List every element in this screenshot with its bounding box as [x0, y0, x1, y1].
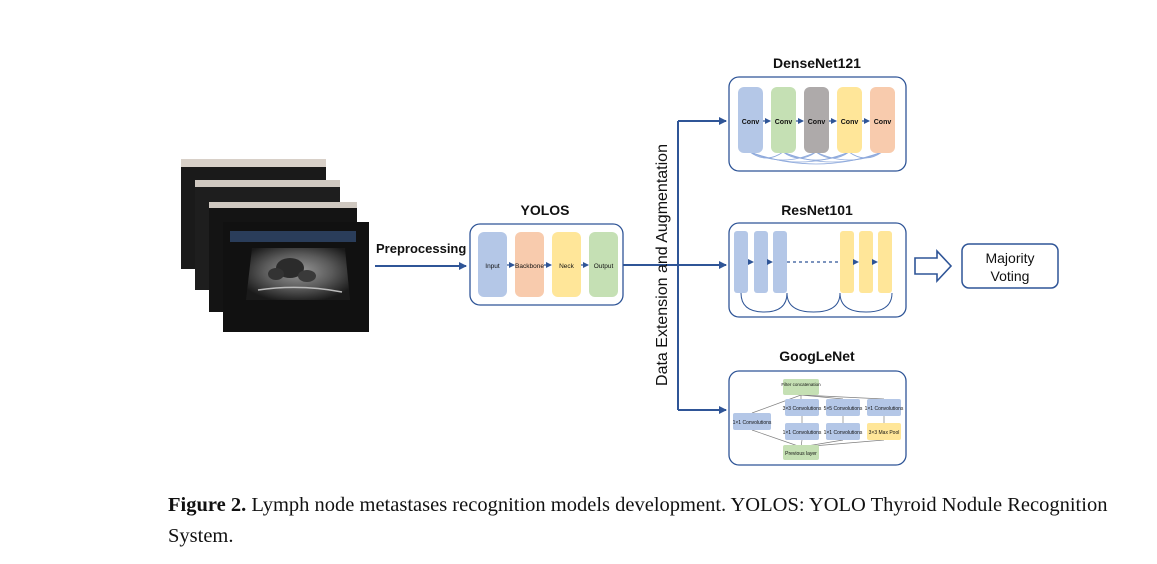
googlenet-title: GoogLeNet	[779, 348, 855, 364]
pipeline-diagram: Preprocessing YOLOS Input Backbone Neck Out…	[181, 55, 1059, 466]
inception-link	[800, 394, 885, 400]
densenet-block	[804, 87, 829, 153]
dense-connection	[815, 151, 883, 161]
resnet-block	[773, 231, 787, 293]
inception-link	[751, 429, 802, 448]
resnet-block	[840, 231, 854, 293]
previous-layer-label: Previous layer	[785, 451, 817, 457]
densenet-block	[738, 87, 763, 153]
resnet-skip-connection	[786, 292, 841, 313]
inception-conv-label: 1×1 Convolutions	[824, 430, 863, 436]
resnet-title: ResNet101	[781, 202, 853, 218]
densenet-dense-connections	[749, 151, 883, 165]
previous-layer-box	[783, 445, 819, 460]
inception-pool-label: 3×3 Max Pool	[869, 430, 900, 436]
inception-conv-label: 1×1 Convolutions	[865, 406, 904, 412]
densenet-block-label: Conv	[841, 119, 859, 126]
dense-connection	[848, 151, 883, 159]
inception-conv-box	[826, 399, 860, 416]
inception-conv-box	[867, 399, 901, 416]
yolos-block	[552, 232, 581, 297]
resnet-block	[878, 231, 892, 293]
ultrasound-image-stack	[181, 159, 369, 332]
majority-voting-box	[961, 243, 1059, 289]
resnet-block	[859, 231, 873, 293]
filter-concatenation-box	[783, 379, 819, 395]
resnet-skip-connection	[740, 292, 788, 313]
figure-label: Figure 2.	[168, 494, 247, 516]
yolos-title: YOLOS	[520, 202, 569, 218]
densenet-blocks: Conv Conv Conv Conv Conv	[738, 87, 895, 153]
densenet-block-label: Conv	[874, 119, 892, 126]
densenet-title: DenseNet121	[773, 55, 861, 71]
resnet-blocks	[734, 231, 893, 313]
inception-conv-box	[785, 423, 819, 440]
yolos-block	[589, 232, 618, 297]
yolos-blocks: Input Backbone Neck Output	[478, 232, 618, 297]
inception-pool-box	[867, 423, 901, 440]
inception-conv-label: 1×1 Convolutions	[733, 420, 772, 426]
inception-link	[751, 394, 802, 414]
augmentation-label: Data Extension and Augmentation	[654, 144, 671, 386]
googlenet-panel	[728, 370, 907, 466]
inception-conv-label: 1×1 Convolutions	[783, 430, 822, 436]
yolos-block	[515, 232, 544, 297]
densenet-block-label: Conv	[775, 119, 793, 126]
resnet-block	[734, 231, 748, 293]
dense-connection	[782, 151, 883, 163]
filter-concatenation-label: Filter concatenation	[781, 382, 821, 387]
majority-voting-label-2: Voting	[991, 268, 1030, 284]
densenet-block-label: Conv	[742, 119, 760, 126]
yolos-block-label: Backbone	[515, 263, 544, 270]
yolos-block	[478, 232, 507, 297]
densenet-block	[837, 87, 862, 153]
resnet-block	[754, 231, 768, 293]
resnet-skip-connection	[839, 292, 893, 313]
inception-conv-box	[733, 413, 771, 430]
figure-caption: Figure 2. Lymph node metastases recognit…	[168, 490, 1143, 552]
caption-text: Lymph node metastases recognition models…	[168, 494, 1108, 547]
majority-voting-label-1: Majority	[985, 250, 1034, 266]
yolos-block-label: Neck	[559, 263, 575, 270]
inception-conv-label: 5×5 Convolutions	[824, 406, 863, 412]
densenet-block	[870, 87, 895, 153]
yolos-block-label: Input	[485, 263, 500, 270]
inception-conv-box	[785, 399, 819, 416]
densenet-block	[771, 87, 796, 153]
inception-conv-label: 3×3 Convolutions	[783, 406, 822, 412]
yolos-block-label: Output	[594, 263, 614, 270]
voting-arrow	[914, 248, 953, 284]
inception-conv-box	[826, 423, 860, 440]
densenet-block-label: Conv	[808, 119, 826, 126]
preprocessing-label: Preprocessing	[376, 241, 466, 256]
